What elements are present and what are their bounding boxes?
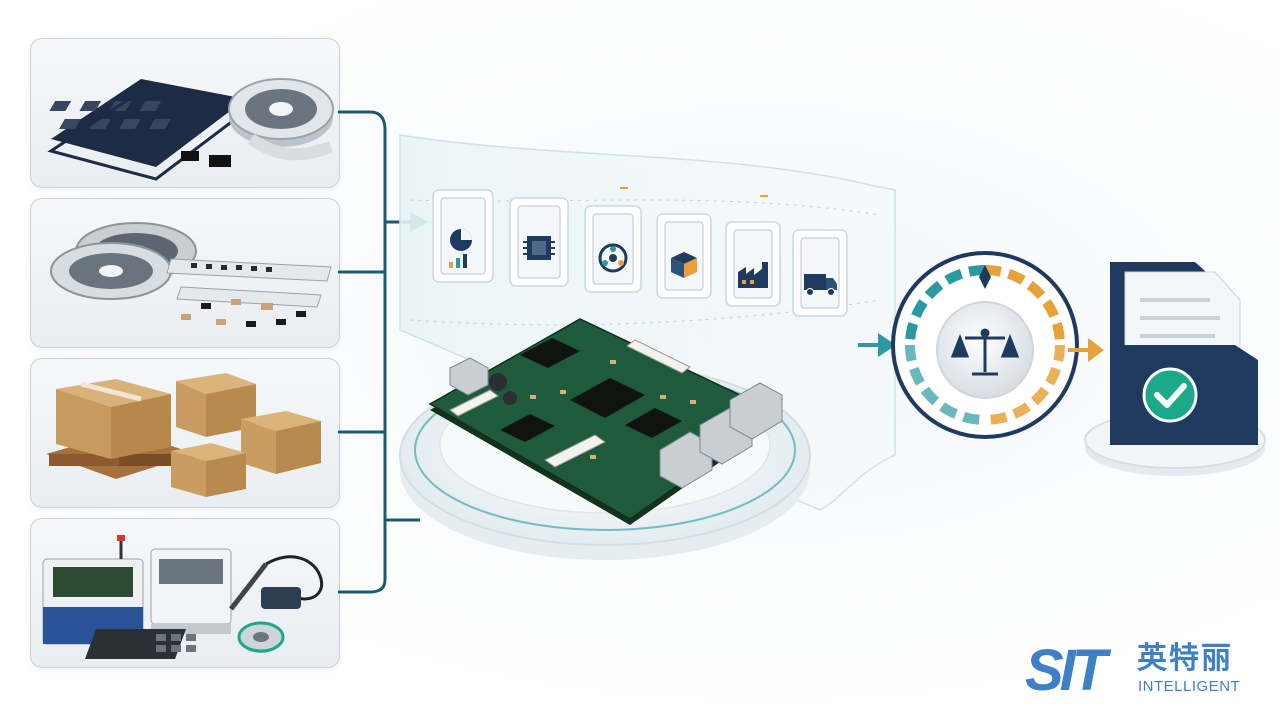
- company-logo: SIT 英特丽 INTELLIGENT: [1025, 640, 1265, 702]
- logo-mark: SIT: [1025, 638, 1107, 703]
- panel-connectors: [338, 110, 420, 594]
- doc-card-chip: [509, 197, 569, 287]
- doc-card-reel: [584, 205, 642, 293]
- smd-reels-icon: [50, 222, 332, 327]
- balance-scale-icon: [950, 328, 1020, 376]
- boxes-icon: [46, 373, 321, 497]
- factory-icon: [738, 262, 768, 288]
- panel-component-reels: [30, 198, 340, 348]
- pie-chart-report-icon: [449, 229, 472, 268]
- approved-folder: [1084, 262, 1266, 476]
- panel-smt-equipment: [30, 518, 340, 668]
- logo-chinese-name: 英特丽: [1137, 641, 1233, 676]
- doc-card-factory: [725, 221, 781, 307]
- dial-pointer-icon: [979, 265, 991, 289]
- compliance-dial: [891, 251, 1079, 439]
- check-circle-icon: [1142, 367, 1198, 423]
- reel-icon: [598, 243, 628, 273]
- box-icon: [671, 252, 697, 278]
- factory-equipment-icon: [42, 535, 324, 659]
- document-cards: [432, 189, 848, 317]
- arrow-right-icon: [878, 333, 896, 357]
- panel-boxes: [30, 358, 340, 508]
- chip-icon: [523, 236, 555, 260]
- doc-card-box: [656, 213, 712, 299]
- doc-card-truck: [792, 229, 848, 317]
- logo-english-name: INTELLIGENT: [1138, 678, 1241, 695]
- ic-trays-icon: [47, 78, 334, 181]
- truck-icon: [804, 274, 837, 296]
- pcb-board: [428, 318, 783, 525]
- arrow-right-icon: [1088, 338, 1104, 362]
- doc-card-pie-report: [432, 189, 494, 283]
- panel-chip-trays: [30, 38, 340, 188]
